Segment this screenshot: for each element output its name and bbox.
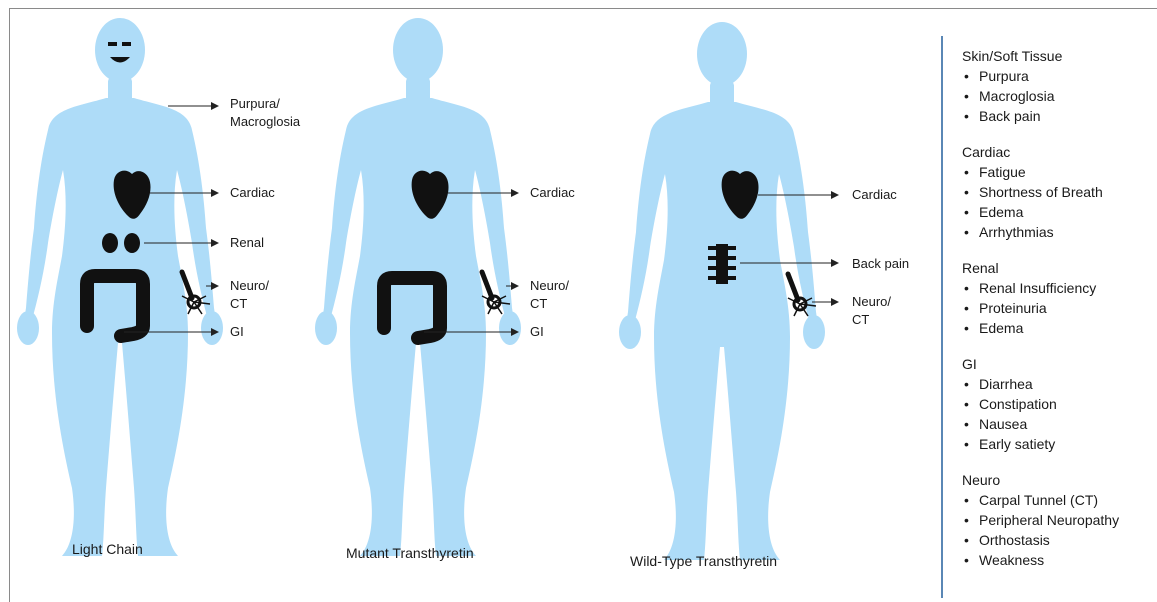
list-item: Shortness of Breath [962, 182, 1157, 202]
caption-wild-type-transthyretin: Wild-Type Transthyretin [630, 553, 777, 569]
list-item: Macroglosia [962, 86, 1157, 106]
label-macroglosia: Macroglosia [230, 114, 301, 129]
list-item: Renal Insufficiency [962, 278, 1157, 298]
list-item: Diarrhea [962, 374, 1157, 394]
list-item: Peripheral Neuropathy [962, 510, 1157, 530]
group-title: Cardiac [962, 142, 1157, 162]
caption-light-chain: Light Chain [72, 541, 143, 557]
group-skin-soft-tissue: Skin/Soft Tissue Purpura Macroglosia Bac… [962, 46, 1157, 126]
list-item: Arrhythmias [962, 222, 1157, 242]
list-item: Back pain [962, 106, 1157, 126]
list-item: Early satiety [962, 434, 1157, 454]
list-item: Edema [962, 202, 1157, 222]
group-renal: Renal Renal Insufficiency Proteinuria Ed… [962, 258, 1157, 338]
list-item: Purpura [962, 66, 1157, 86]
label-ct: CT [852, 312, 869, 327]
group-title: GI [962, 354, 1157, 374]
symptom-list: Skin/Soft Tissue Purpura Macroglosia Bac… [962, 46, 1157, 586]
label-gi: GI [230, 324, 244, 339]
list-item: Nausea [962, 414, 1157, 434]
list-item: Weakness [962, 550, 1157, 570]
figure-mutant-transthyretin: Cardiac Neuro/ CT GI Mutant Transthyreti… [315, 18, 575, 561]
list-item: Carpal Tunnel (CT) [962, 490, 1157, 510]
label-ct: CT [530, 296, 547, 311]
list-item: Proteinuria [962, 298, 1157, 318]
list-item: Fatigue [962, 162, 1157, 182]
group-neuro: Neuro Carpal Tunnel (CT) Peripheral Neur… [962, 470, 1157, 570]
label-neuro: Neuro/ [530, 278, 569, 293]
body-diagrams: Purpura/ Macroglosia Cardiac Renal Neuro… [0, 0, 940, 602]
figure-light-chain: Purpura/ Macroglosia Cardiac Renal Neuro… [17, 18, 301, 557]
label-gi: GI [530, 324, 544, 339]
list-item: Edema [962, 318, 1157, 338]
label-cardiac: Cardiac [852, 187, 897, 202]
sidebar-divider [941, 36, 943, 598]
label-cardiac: Cardiac [530, 185, 575, 200]
label-neuro: Neuro/ [230, 278, 269, 293]
body-silhouette [17, 18, 223, 556]
list-item: Constipation [962, 394, 1157, 414]
label-renal: Renal [230, 235, 264, 250]
list-item: Orthostasis [962, 530, 1157, 550]
figure-wild-type-transthyretin: Cardiac Back pain Neuro/ CT Wild-Type Tr… [619, 22, 909, 569]
group-cardiac: Cardiac Fatigue Shortness of Breath Edem… [962, 142, 1157, 242]
label-back-pain: Back pain [852, 256, 909, 271]
group-title: Skin/Soft Tissue [962, 46, 1157, 66]
label-purpura: Purpura/ [230, 96, 280, 111]
caption-mutant-transthyretin: Mutant Transthyretin [346, 545, 474, 561]
label-cardiac: Cardiac [230, 185, 275, 200]
label-ct: CT [230, 296, 247, 311]
group-title: Neuro [962, 470, 1157, 490]
group-title: Renal [962, 258, 1157, 278]
label-neuro: Neuro/ [852, 294, 891, 309]
group-gi: GI Diarrhea Constipation Nausea Early sa… [962, 354, 1157, 454]
